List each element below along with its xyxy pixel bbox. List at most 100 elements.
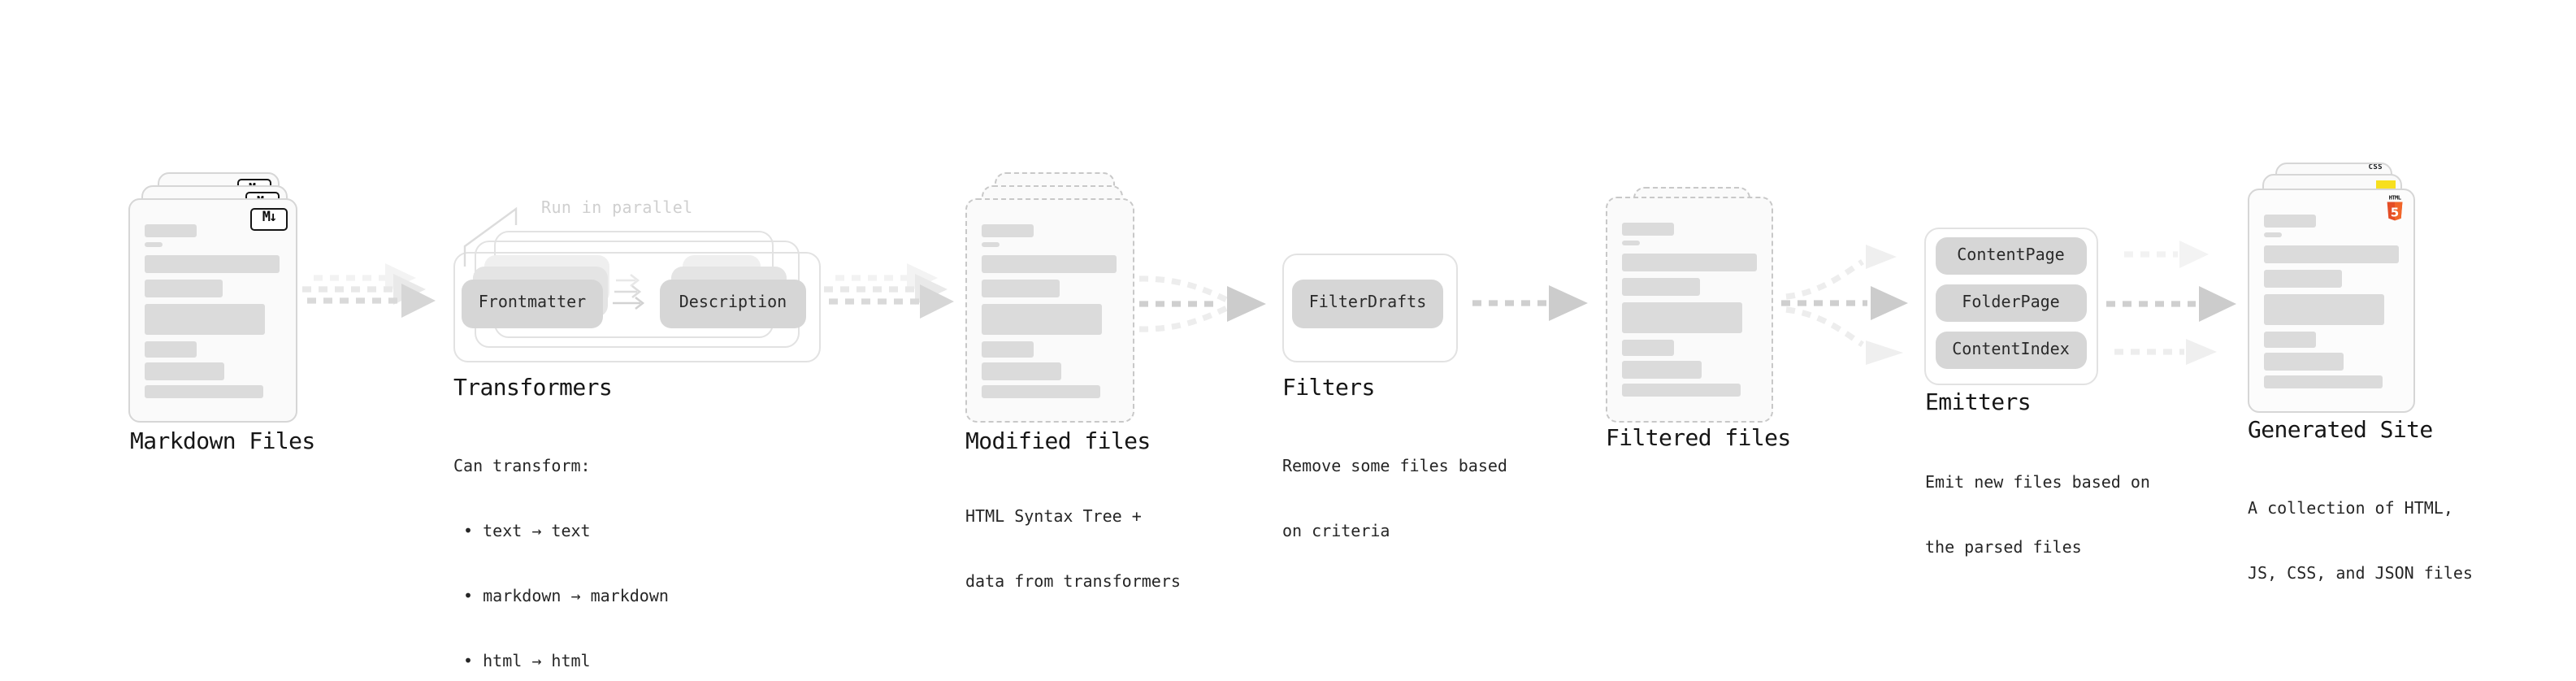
markdown-icon: M↓ xyxy=(250,208,288,231)
arrow-filtered-to-emitters xyxy=(1781,245,1908,365)
text-line-placeholder xyxy=(982,241,1000,246)
text-line-placeholder xyxy=(1621,254,1756,271)
text-line-placeholder xyxy=(1621,223,1673,236)
filters-caption: Remove some files based on criteria xyxy=(1282,413,1507,588)
file-card-html: HTML 5 xyxy=(2247,189,2415,412)
filters-box xyxy=(1282,254,1458,362)
text-line-placeholder xyxy=(982,254,1117,272)
text-line-placeholder xyxy=(2263,375,2382,388)
html5-shield-right xyxy=(2395,202,2403,221)
arrowhead xyxy=(2179,241,2209,268)
text-line-placeholder xyxy=(2263,353,2343,371)
text-line-placeholder xyxy=(2263,215,2315,228)
document-content-placeholder xyxy=(1607,198,1772,420)
text-line-placeholder xyxy=(145,385,263,398)
caption-line: Emit new files based on xyxy=(1925,474,2150,492)
text-line-placeholder xyxy=(2263,232,2281,237)
fork-curve-top xyxy=(1785,258,1864,300)
text-line-placeholder xyxy=(982,384,1100,397)
arrowhead xyxy=(393,274,426,305)
arrow-filters-to-filtered xyxy=(1472,285,1588,321)
arrow-markdown-to-transformers xyxy=(302,263,436,318)
css-label: CSS xyxy=(2368,164,2383,172)
generated-site-caption: A collection of HTML, JS, CSS, and JSON … xyxy=(2248,455,2473,630)
caption-line: data from transformers xyxy=(965,574,1181,592)
emitters-caption: Emit new files based on the parsed files xyxy=(1925,429,2150,604)
arrowhead xyxy=(1227,286,1266,322)
arrowhead xyxy=(2199,286,2236,322)
stage-label-filters: Filters xyxy=(1282,375,1375,401)
arrows-emitters-to-site xyxy=(2106,241,2236,365)
text-line-placeholder xyxy=(145,362,224,380)
merge-curve-bottom xyxy=(1138,303,1232,332)
stage-label-modified-files: Modified files xyxy=(965,429,1151,455)
document-content-placeholder xyxy=(130,200,296,421)
run-in-parallel-annotation: Run in parallel xyxy=(541,200,693,218)
stage-label-transformers: Transformers xyxy=(453,375,613,401)
arrow-modified-to-filters xyxy=(1138,275,1266,332)
caption-line: JS, CSS, and JSON files xyxy=(2248,566,2473,584)
transformers-caption: Can transform: • text → text • markdown … xyxy=(453,413,669,681)
contentpage-node: ContentPage xyxy=(1935,237,2087,274)
stage-label-generated-site: Generated Site xyxy=(2248,418,2433,444)
text-line-placeholder xyxy=(982,279,1060,297)
description-node: Description xyxy=(660,279,806,328)
caption-line: Can transform: xyxy=(453,458,591,476)
caption-line: • html → html xyxy=(453,653,591,672)
text-line-placeholder xyxy=(982,340,1034,357)
arrowhead xyxy=(1549,285,1588,321)
folderpage-node: FolderPage xyxy=(1935,284,2087,321)
text-line-placeholder xyxy=(1621,241,1639,245)
modified-files-caption: HTML Syntax Tree + data from transformer… xyxy=(965,463,1181,638)
html5-icon: HTML 5 xyxy=(2387,195,2403,221)
text-line-placeholder xyxy=(2263,270,2341,288)
caption-line: Remove some files based xyxy=(1282,458,1507,476)
text-line-placeholder xyxy=(145,341,197,358)
text-line-placeholder xyxy=(1621,278,1699,296)
arrowhead xyxy=(915,274,948,305)
caption-line: HTML Syntax Tree + xyxy=(965,508,1142,527)
file-card-front xyxy=(1605,197,1773,422)
fork-curve-bottom xyxy=(1785,306,1864,348)
text-line-placeholder xyxy=(2263,245,2398,263)
stage-label-filtered-files: Filtered files xyxy=(1606,426,1791,452)
contentindex-node: ContentIndex xyxy=(1935,332,2087,368)
filterdrafts-node: FilterDrafts xyxy=(1292,279,1443,328)
text-line-placeholder xyxy=(2263,332,2315,348)
text-line-placeholder xyxy=(982,362,1061,380)
text-line-placeholder xyxy=(1621,340,1673,356)
arrowhead xyxy=(401,284,436,318)
text-line-placeholder xyxy=(982,223,1034,236)
arrowhead xyxy=(1871,286,1908,320)
arrowhead xyxy=(920,284,954,319)
emitters-box xyxy=(1924,227,2098,385)
file-card-front: M↓ xyxy=(128,198,297,423)
arrow-transformers-to-modified xyxy=(824,263,954,319)
caption-line: • text → text xyxy=(453,523,591,542)
caption-line: on criteria xyxy=(1282,523,1390,542)
arrowhead xyxy=(907,263,938,293)
caption-line: • markdown → markdown xyxy=(453,588,669,607)
arrowhead xyxy=(1866,340,1903,365)
text-line-placeholder xyxy=(145,280,223,297)
arrowhead xyxy=(2186,339,2217,365)
document-content-placeholder xyxy=(967,199,1133,421)
text-line-placeholder xyxy=(145,304,265,335)
text-line-placeholder xyxy=(145,242,163,247)
html5-wordmark: HTML xyxy=(2389,195,2401,202)
text-line-placeholder xyxy=(982,303,1102,334)
document-content-placeholder xyxy=(2249,190,2413,410)
frontmatter-node: Frontmatter xyxy=(462,279,603,328)
transformer-box-front xyxy=(453,252,821,362)
caption-line: A collection of HTML, xyxy=(2248,500,2453,518)
stage-label-emitters: Emitters xyxy=(1925,390,2032,416)
html5-number: 5 xyxy=(2391,206,2399,220)
text-line-placeholder xyxy=(145,224,197,237)
file-card-front xyxy=(965,197,1134,423)
arrowhead xyxy=(1866,245,1897,269)
text-line-placeholder xyxy=(145,255,280,273)
text-line-placeholder xyxy=(1621,302,1741,333)
caption-line: the parsed files xyxy=(1925,540,2082,558)
